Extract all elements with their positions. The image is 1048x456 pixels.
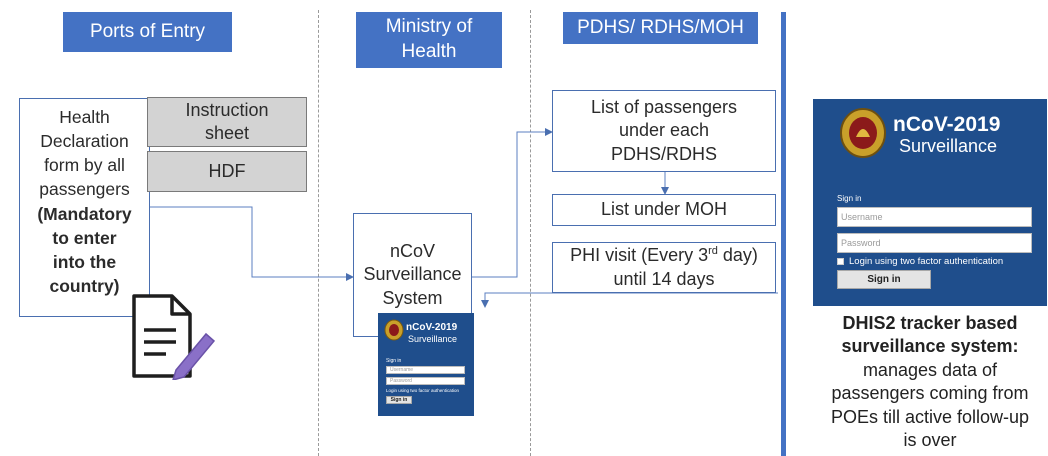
hdf-bold-line-4: country) <box>49 275 120 296</box>
section-divider <box>781 12 786 456</box>
hdf-line-4: passengers <box>39 179 130 200</box>
column-divider-2 <box>530 10 531 456</box>
list-moh-box: List under MOH <box>552 194 776 226</box>
dhis2-line-2: passengers coming from <box>831 383 1029 404</box>
thumb-password-input[interactable]: Password <box>386 377 465 385</box>
health-declaration-box: Health Declaration form by all passenger… <box>19 98 150 317</box>
thumb-username-input[interactable]: Username <box>386 366 465 374</box>
dhis2-bold-line-1: DHIS2 tracker based <box>842 313 1018 333</box>
ncov-line-2: Surveillance <box>363 264 462 285</box>
phi-visit-text: PHI visit (Every 3 <box>570 245 709 266</box>
list-passengers-box: List of passengers under each PDHS/RDHS <box>552 90 776 172</box>
hdf-line-3: form by all <box>44 155 125 176</box>
password-input[interactable]: Password <box>837 233 1032 253</box>
sign-in-button[interactable]: Sign in <box>837 270 931 289</box>
header-pdhs-rdhs-moh: PDHS/ RDHS/MOH <box>563 12 758 44</box>
login-screenshot: nCoV-2019 Surveillance Sign in Username … <box>813 99 1047 306</box>
list-passengers-line-1: List of passengers <box>590 96 738 117</box>
thumb-brand-line-1: nCoV-2019 <box>406 322 458 333</box>
thumb-sign-in-heading: Sign in <box>386 358 402 364</box>
hdf-line-1: Health <box>59 107 110 127</box>
ncov-line-3: System <box>382 287 443 308</box>
dhis2-bold-line-2: surveillance system: <box>841 336 1019 357</box>
thumb-two-factor-label[interactable]: Login using two factor authentication <box>386 388 460 393</box>
hdf-bold-line-1: (Mandatory <box>37 203 132 224</box>
thumb-sign-in-button[interactable]: Sign in <box>386 396 412 404</box>
username-input[interactable]: Username <box>837 207 1032 227</box>
brand-line-2: Surveillance <box>899 136 998 156</box>
column-divider-1 <box>318 10 319 456</box>
two-factor-checkbox[interactable] <box>837 258 844 265</box>
phi-visit-line-2: until 14 days <box>613 268 715 289</box>
arrow-hdf-to-system <box>150 206 354 281</box>
sign-in-heading: Sign in <box>837 194 862 203</box>
dhis2-line-3: POEs till active follow-up <box>830 406 1030 427</box>
sri-lanka-emblem-icon <box>384 319 404 341</box>
arrow-system-to-list <box>472 128 553 278</box>
dhis2-line-4: is over <box>903 429 957 450</box>
document-pen-icon <box>132 294 216 380</box>
thumb-brand-line-2: Surveillance <box>408 334 458 344</box>
instruction-sheet-box: Instruction sheet <box>147 97 307 147</box>
header-ministry-of-health: Ministry of Health <box>356 12 502 68</box>
hdf-bold-line-3: into the <box>52 251 117 272</box>
arrow-phi-to-system <box>481 292 778 308</box>
two-factor-label[interactable]: Login using two factor authentication <box>849 256 1004 267</box>
sri-lanka-emblem-icon <box>840 108 886 158</box>
phi-visit-text-end: day) <box>717 245 758 266</box>
hdf-box: HDF <box>147 151 307 192</box>
list-passengers-line-2: under each <box>618 120 710 141</box>
list-passengers-line-3: PDHS/RDHS <box>610 143 717 164</box>
header-ports-of-entry: Ports of Entry <box>63 12 232 52</box>
brand-line-1: nCoV-2019 <box>893 113 1001 136</box>
ncov-line-1: nCoV <box>389 240 436 261</box>
phi-visit-sup: rd <box>708 245 718 258</box>
dhis2-line-1: manages data of <box>862 359 998 380</box>
hdf-line-2: Declaration <box>40 131 129 152</box>
login-thumbnail: nCoV-2019 Surveillance Sign in Username … <box>378 313 474 416</box>
phi-visit-line-1: PHI visit (Every 3rd day) <box>570 244 758 267</box>
dhis2-description: DHIS2 tracker based surveillance system:… <box>812 312 1048 452</box>
phi-visit-box: PHI visit (Every 3rd day) until 14 days <box>552 242 776 293</box>
hdf-bold-line-2: to enter <box>52 227 117 248</box>
